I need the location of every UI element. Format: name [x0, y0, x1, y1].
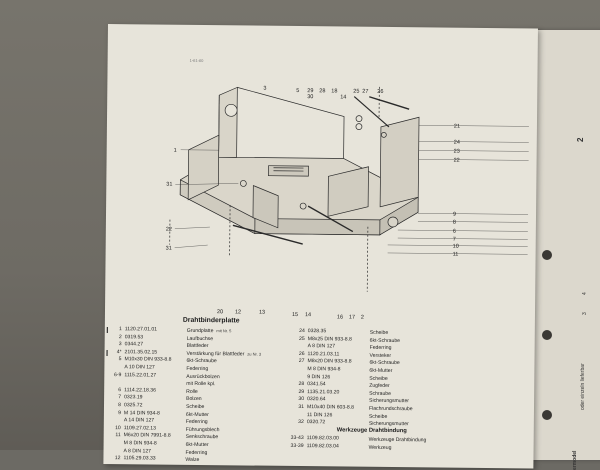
callout-label: 30 [307, 94, 313, 100]
part-number: 1105.29.03.33 [123, 455, 185, 463]
callout-label: 27 [362, 89, 368, 95]
callouts-right: 21 24 23 22 9 8 6 7 10 11 [453, 124, 461, 258]
punch-hole [542, 250, 552, 260]
right-page-vertical-text: ermodel [572, 451, 578, 470]
right-page-vertical-text: oder einzeln lieferbar [580, 363, 586, 410]
callout-label: 1 [174, 148, 177, 154]
right-page-number: 4 [582, 292, 588, 295]
part-position: 12 [103, 455, 123, 463]
callout-label: 22 [454, 158, 460, 164]
callout-label: 23 [454, 149, 460, 155]
part-position: 31 [287, 404, 307, 412]
callout-label: 25 [353, 89, 359, 95]
callout-label: 11 [453, 252, 459, 258]
callout-label: 24 [454, 140, 460, 146]
parts-list-title: Drahtbinderplatte [183, 317, 240, 325]
part-position: 33-39 [287, 442, 307, 450]
callout-label: 28 [319, 88, 325, 94]
callout-label: 14 [305, 312, 311, 318]
part-position [287, 366, 307, 374]
machine-base-plate [169, 85, 419, 293]
callout-label: 12 [235, 309, 241, 315]
callout-label: 5 [296, 88, 299, 94]
exploded-parts-drawing: 3 5 29 30 28 18 14 25 27 26 1 31 22 31 2… [117, 54, 530, 328]
callout-label: 31 [166, 246, 172, 252]
part-number: 0320.72 [307, 419, 369, 427]
callout-label: 2 [361, 315, 364, 321]
callout-label: 17 [349, 315, 355, 321]
part-position: 27 [287, 358, 307, 366]
callout-label: 3 [263, 86, 266, 92]
part-position: 28 [287, 381, 307, 389]
callout-label: 16 [337, 314, 343, 320]
callout-label: 22 [166, 227, 172, 233]
part-description: Werkzeug [369, 443, 487, 452]
right-page-number: 3 [582, 312, 588, 315]
punch-hole [542, 410, 552, 420]
callout-label: 18 [331, 88, 337, 94]
part-position: 26 [288, 351, 308, 359]
part-position: 29 [287, 389, 307, 397]
callout-label: 8 [453, 220, 456, 226]
callouts-top: 3 5 29 30 28 18 14 25 27 26 [263, 86, 383, 101]
part-position: 33-43 [287, 435, 307, 443]
adjacent-page: 2 3 4 oder einzeln lieferbar ermodel [532, 30, 600, 460]
callout-label: 7 [453, 237, 456, 243]
part-position: 32 [287, 419, 307, 427]
part-note: mit Nr. 5 [216, 328, 231, 333]
catalog-page: 1-61-60 [103, 24, 538, 468]
callout-label: 21 [454, 124, 460, 130]
tools-section-title: Werkzeuge Drahtbindung [337, 427, 407, 434]
callouts-left: 1 31 22 31 [166, 148, 177, 252]
callout-label: 31 [166, 182, 172, 188]
callout-label: 13 [259, 310, 265, 316]
part-position [287, 411, 307, 419]
callout-label: 9 [453, 212, 456, 218]
callout-label: 6 [453, 229, 456, 235]
part-description: Walze [185, 456, 283, 465]
punch-hole [542, 330, 552, 340]
callout-label: 14 [340, 94, 346, 100]
callout-label: 26 [377, 89, 383, 95]
callout-label: 10 [453, 244, 459, 250]
part-position: 30 [287, 396, 307, 404]
part-note: zu Nr. 3 [247, 351, 261, 356]
callout-label: 20 [217, 309, 223, 315]
part-position [103, 447, 123, 455]
part-position [287, 373, 307, 381]
right-page-number: 2 [576, 138, 585, 142]
callout-label: 15 [292, 312, 298, 318]
